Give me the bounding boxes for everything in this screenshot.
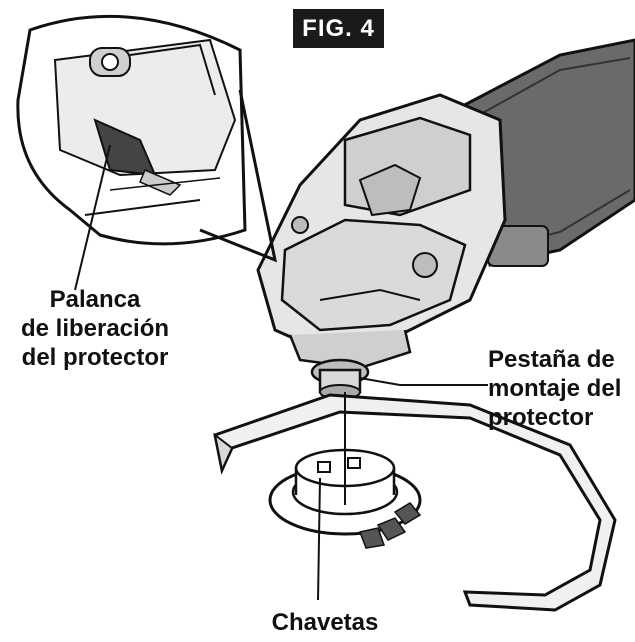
release-lever-label-line: del protector xyxy=(21,344,169,371)
mounting-flange-label-line: montaje del xyxy=(488,375,622,402)
keys-label: Chavetas xyxy=(271,609,379,636)
release-lever-label: Palanca de liberación del protector xyxy=(10,285,180,372)
mounting-flange-label-line: Pestaña de xyxy=(488,346,615,373)
release-lever-label-line: Palanca xyxy=(49,286,141,313)
leader-release-lever xyxy=(74,144,111,291)
detail-inset xyxy=(16,14,278,263)
release-lever-label-line: de liberación xyxy=(20,315,170,342)
leader-mounting-flange xyxy=(359,377,488,386)
mounting-flange-label: Pestaña de montaje del protector xyxy=(488,345,628,432)
figure-label: FIG. 4 xyxy=(293,9,384,48)
mounting-flange-label-line: protector xyxy=(488,404,594,431)
leader-lines xyxy=(74,144,488,601)
gear-head xyxy=(256,93,507,400)
leader-keys xyxy=(317,477,321,601)
